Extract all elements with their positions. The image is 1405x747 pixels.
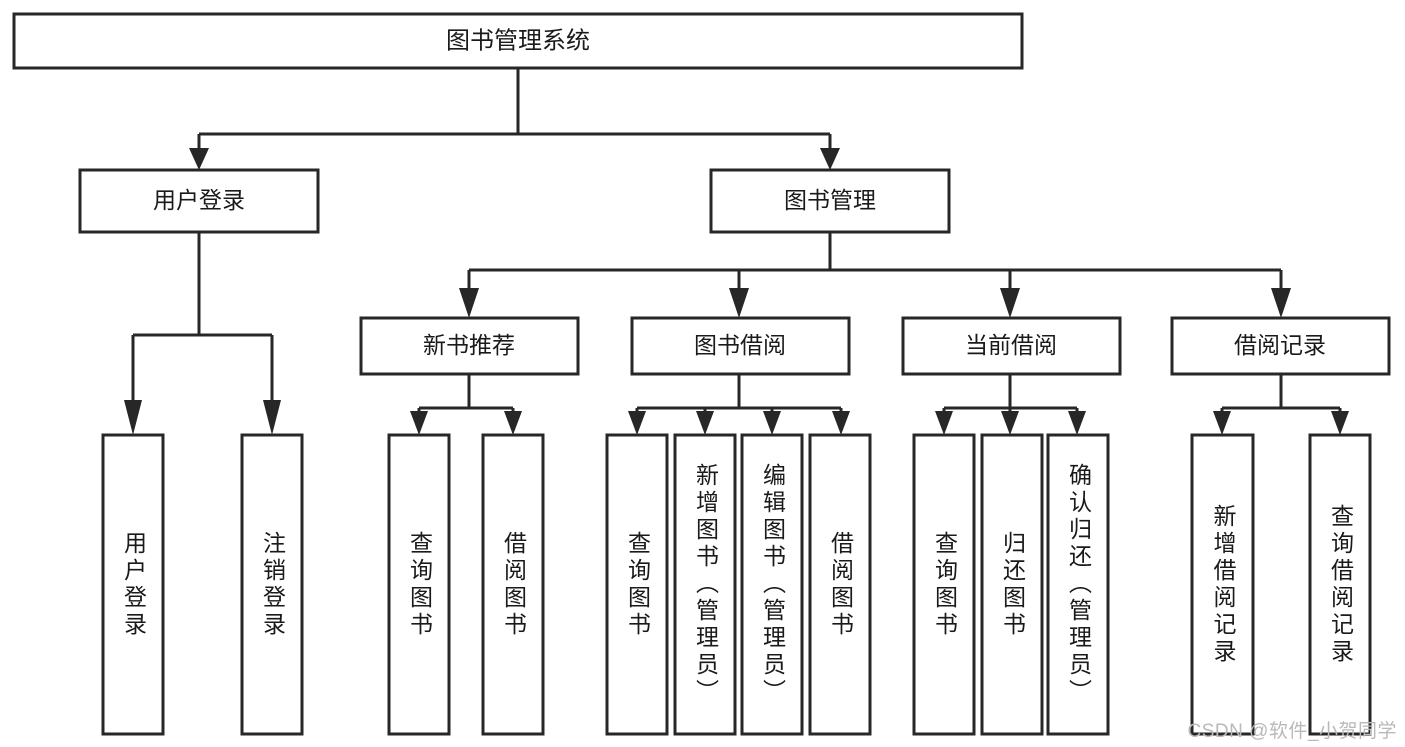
arrow-head-leaf-user-login	[124, 400, 142, 435]
node-borrow-record[interactable]	[1170, 316, 1391, 376]
arrow-head-leaf-return-book	[1001, 411, 1019, 435]
arrow-head-leaf-confirm-return	[1068, 411, 1086, 435]
node-root[interactable]	[12, 12, 1024, 70]
node-book-borrow[interactable]	[630, 316, 851, 376]
node-book-manage[interactable]	[709, 168, 951, 234]
arrow-head-leaf-query-record	[1331, 411, 1349, 435]
watermark: CSDN @软件_小贺同学	[1187, 721, 1397, 742]
node-leaf-logout-login[interactable]	[240, 433, 304, 736]
node-borrow-record-label: 借阅记录	[1234, 332, 1326, 358]
node-leaf-edit-book[interactable]	[740, 433, 804, 736]
node-new-book-recommend[interactable]	[359, 316, 580, 376]
arrow-head-user-login	[189, 148, 209, 170]
node-root-label: 图书管理系统	[446, 27, 590, 54]
node-leaf-query-book-new[interactable]	[387, 433, 451, 736]
node-layer: 图书管理系统 用户登录 图书管理 新书推荐 图书借阅 当前借阅 借阅记录	[12, 12, 1391, 736]
node-leaf-add-book[interactable]	[673, 433, 737, 736]
arrow-head-leaf-query-book-new	[410, 411, 428, 435]
node-leaf-query-book-borrow[interactable]	[605, 433, 669, 736]
node-leaf-query-book-current[interactable]	[912, 433, 976, 736]
node-user-login[interactable]	[78, 168, 320, 234]
node-leaf-return-book[interactable]	[980, 433, 1044, 736]
node-current-borrow-label: 当前借阅	[965, 332, 1057, 358]
arrow-head-current-borrow	[1000, 288, 1020, 318]
arrow-head-leaf-add-book	[696, 411, 714, 435]
node-current-borrow[interactable]	[901, 316, 1122, 376]
node-leaf-user-login[interactable]	[101, 433, 165, 736]
node-user-login-label: 用户登录	[153, 187, 245, 213]
node-new-book-recommend-label: 新书推荐	[423, 332, 515, 358]
node-leaf-query-record[interactable]	[1308, 433, 1372, 736]
connector-layer	[124, 68, 1349, 435]
node-leaf-add-record[interactable]	[1190, 433, 1255, 736]
arrow-head-borrow-record	[1271, 288, 1291, 318]
node-leaf-borrow-book-new[interactable]	[481, 433, 545, 736]
arrow-head-book-manage	[820, 148, 840, 170]
arrow-head-leaf-query-book-current	[935, 411, 953, 435]
arrow-head-new-book-recommend	[459, 288, 479, 318]
node-leaf-borrow-book[interactable]	[808, 433, 872, 736]
arrow-head-leaf-add-record	[1213, 411, 1231, 435]
arrow-head-leaf-borrow-book	[832, 411, 850, 435]
node-book-manage-label: 图书管理	[784, 187, 876, 213]
arrow-head-book-borrow	[729, 288, 749, 318]
node-book-borrow-label: 图书借阅	[694, 332, 786, 358]
node-leaf-confirm-return[interactable]	[1046, 433, 1110, 736]
arrow-head-leaf-query-book-borrow	[628, 411, 646, 435]
arrow-head-leaf-edit-book	[763, 411, 781, 435]
arrow-head-leaf-borrow-book-new	[504, 411, 522, 435]
arrow-head-leaf-logout-login	[263, 400, 281, 435]
